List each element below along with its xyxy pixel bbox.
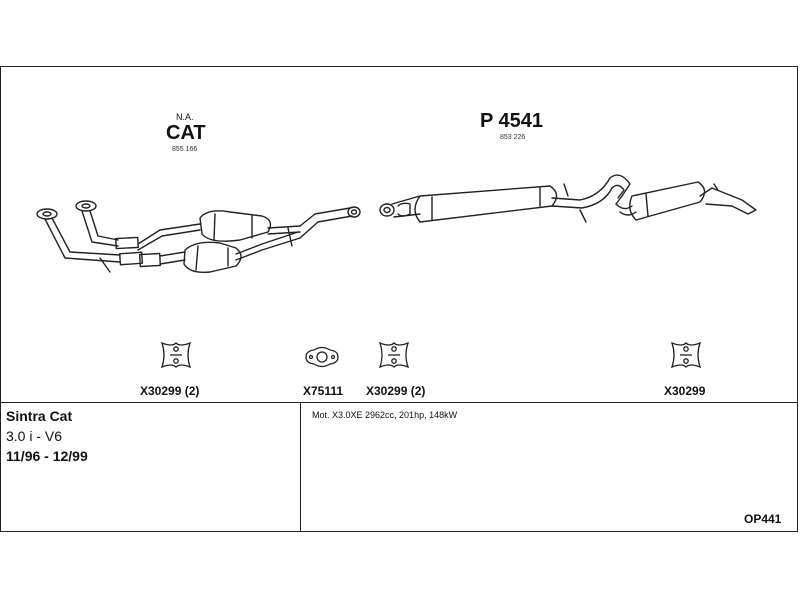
rear-silencer bbox=[615, 181, 757, 221]
catalytic-converter-lower bbox=[138, 231, 301, 274]
vehicle-years: 11/96 - 12/99 bbox=[6, 448, 88, 464]
centre-silencer bbox=[379, 174, 631, 223]
vehicle-model: Sintra Cat bbox=[6, 408, 73, 424]
diagram-frame bbox=[0, 66, 798, 532]
part-label-hanger-2: X30299 (2) bbox=[366, 384, 426, 398]
rubber-hanger-icon bbox=[378, 341, 410, 369]
vehicle-engine: 3.0 i - V6 bbox=[6, 428, 63, 444]
p-title: P 4541 bbox=[480, 110, 544, 132]
y-pipe-joint bbox=[287, 206, 361, 247]
front-downpipe-left bbox=[36, 208, 144, 273]
motor-spec: Mot. X3.0XE 2962cc, 201hp, 148kW bbox=[312, 410, 458, 420]
part-label-hanger-1: X30299 (2) bbox=[140, 384, 200, 398]
part-label-hanger-3: X30299 bbox=[664, 384, 706, 398]
parts-icons bbox=[160, 341, 702, 369]
flange-gasket-icon bbox=[305, 346, 339, 368]
rubber-hanger-icon bbox=[670, 341, 702, 369]
info-divider bbox=[0, 402, 798, 403]
diagram-code: OP441 bbox=[744, 512, 782, 526]
info-column-divider bbox=[300, 402, 301, 532]
p-code: 853 226 bbox=[500, 134, 526, 141]
cat-title: CAT bbox=[166, 122, 206, 144]
front-downpipe-right bbox=[75, 200, 201, 251]
cat-prefix: N.A. bbox=[176, 112, 194, 122]
catalytic-converter-upper bbox=[199, 210, 301, 242]
rubber-hanger-icon bbox=[160, 341, 192, 369]
cat-code: 855 166 bbox=[172, 146, 198, 153]
part-label-gasket: X75111 bbox=[303, 384, 344, 398]
